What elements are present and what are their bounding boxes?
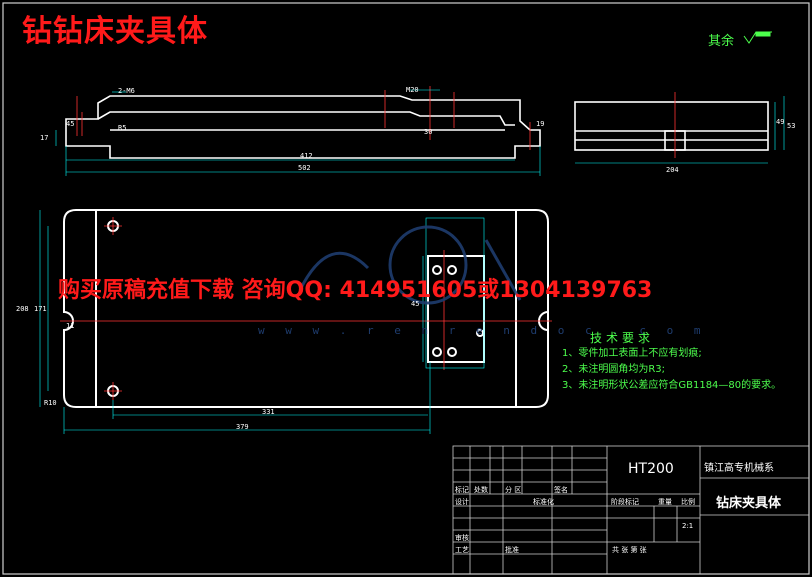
roughness-symbol — [743, 31, 772, 44]
dim-label: 502 — [298, 164, 311, 172]
title-block-label: 批准 — [505, 546, 519, 554]
title-block-label: 审核 — [455, 534, 469, 542]
side-view-dimensions — [575, 96, 785, 164]
tech-item: 2、未注明圆角均为R3; — [562, 364, 666, 375]
dim-label: 45 — [66, 120, 75, 128]
dim-label: 11 — [66, 322, 75, 330]
front-view-centerlines — [76, 86, 531, 150]
dim-label: 331 — [262, 408, 275, 416]
tech-item: 3、未注明形状公差应符合GB1184—80的要求。 — [562, 380, 782, 391]
dim-label: 17 — [40, 134, 49, 142]
watermark-url: w w w . r e n r e n d o c . c o m — [258, 324, 708, 337]
title-block-label: 分 区 — [505, 486, 522, 494]
scale-value: 2:1 — [682, 522, 694, 530]
dim-label: 2-M6 — [118, 87, 135, 95]
material-label: HT200 — [628, 461, 674, 477]
dim-label: R5 — [118, 124, 127, 132]
title-block-label: 共 张 第 张 — [612, 546, 647, 554]
dim-label: 412 — [300, 152, 313, 160]
tech-title: 技术要求 — [590, 331, 655, 345]
dim-label: 204 — [666, 166, 679, 174]
front-view-dimensions — [55, 89, 541, 176]
title-block-label: 阶段标记 — [611, 498, 639, 506]
title-block-label: 重量 — [658, 498, 672, 506]
title-block-label: 比例 — [681, 498, 695, 506]
dim-label: M20 — [406, 86, 419, 94]
title-block-label: 处数 — [474, 486, 488, 494]
title-block — [452, 445, 810, 575]
dim-label: 30 — [424, 128, 433, 136]
school-name: 镇江高专机械系 — [704, 463, 774, 474]
dim-label: 19 — [536, 120, 545, 128]
technical-requirements: 技术要求 1、零件加工表面上不应有划痕; 2、未注明圆角均为R3; 3、未注明形… — [562, 330, 781, 394]
plan-view-centerlines — [60, 217, 552, 400]
part-name: 钻床夹具体 — [716, 496, 782, 511]
front-view — [65, 95, 541, 159]
tech-item: 1、零件加工表面上不应有划痕; — [562, 348, 702, 359]
watermark-promo: 购买原稿充值下载 咨询QQ: 414951605或1304139763 — [58, 278, 653, 303]
dim-label: 49 — [776, 118, 785, 126]
roughness-note: 其余 — [708, 34, 735, 49]
title-block-label: 标准化 — [533, 498, 554, 506]
title-block-label: 签名 — [554, 486, 568, 494]
plan-view-dimensions — [39, 210, 485, 434]
dim-label: R10 — [44, 399, 57, 407]
dim-label: 208 — [16, 305, 29, 313]
title-block-label: 工艺 — [455, 546, 469, 554]
side-view — [574, 101, 769, 151]
watermark-logo — [298, 225, 522, 305]
drawing-title: 钻钻床夹具体 — [22, 14, 208, 49]
plan-view — [63, 209, 549, 408]
title-block-label: 标记 — [455, 486, 469, 494]
dim-label: 53 — [787, 122, 796, 130]
dim-label: 379 — [236, 423, 249, 431]
dim-label: 45 — [411, 300, 420, 308]
title-block-label: 设计 — [455, 498, 469, 506]
dim-label: 171 — [34, 305, 47, 313]
